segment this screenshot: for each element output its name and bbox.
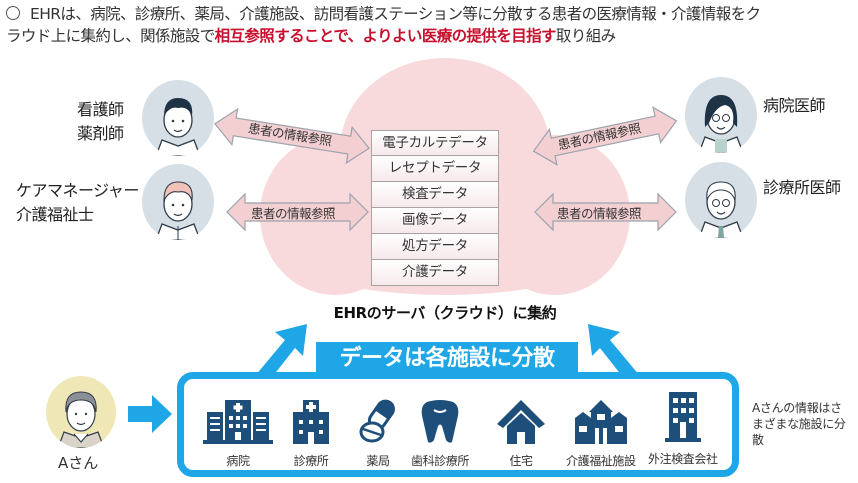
arrow-label-left-bottom: 患者の情報参照 <box>251 206 336 221</box>
data-item-care: 介護データ <box>371 260 499 286</box>
distribution-banner: データは各施設に分散 <box>316 342 578 376</box>
right-arrow-patient <box>128 395 172 433</box>
tooth-icon <box>421 400 459 443</box>
up-arrow-right <box>588 324 640 376</box>
up-arrow-left <box>255 324 307 376</box>
data-stack: 電子カルテデータ レセプトデータ 検査データ 画像データ 処方データ 介護データ <box>371 130 499 286</box>
avatar-clinic-doctor <box>685 162 757 238</box>
care-facility-icon <box>574 400 627 444</box>
data-item-image: 画像データ <box>371 208 499 234</box>
intro-text: EHRは、病院、診療所、薬局、介護施設、訪問看護ステーション等に分散する患者の医… <box>6 3 856 47</box>
facility-home: 住宅 <box>497 398 545 469</box>
avatar-care-manager <box>142 164 214 240</box>
arrow-label-right-bottom: 患者の情報参照 <box>557 206 642 221</box>
role-clinic-doctor: 診療所医師 <box>763 178 841 197</box>
facility-pharmacy: 薬局 <box>358 398 398 469</box>
facility-dental: 歯科診療所 <box>411 398 469 469</box>
data-item-ehr: 電子カルテデータ <box>371 130 499 156</box>
cloud-caption: EHRのサーバ（クラウド）に集約 <box>333 304 557 322</box>
role-hospital-doctor: 病院医師 <box>763 96 826 115</box>
facility-care: 介護福祉施設 <box>566 398 636 469</box>
side-note: Aさんの情報はさまざまな施設に分散 <box>752 401 846 447</box>
bullet-circle-icon <box>6 6 20 20</box>
intro-line-2: ラウド上に集約し、関係施設で相互参照することで、よりよい医療の提供を目指す取り組… <box>6 27 616 45</box>
office-building-icon <box>664 392 701 442</box>
double-arrow-right-bottom <box>534 192 677 232</box>
avatar-hospital-doctor <box>685 77 757 153</box>
role-care-manager: ケアマネージャー 介護福祉士 <box>16 181 139 224</box>
double-arrow-left-bottom <box>226 192 369 232</box>
avatar-patient <box>46 376 116 448</box>
data-item-lab: 検査データ <box>371 182 499 208</box>
data-item-receipt: レセプトデータ <box>371 156 499 182</box>
clinic-icon <box>293 400 329 444</box>
facility-hospital: 病院 <box>203 398 273 469</box>
double-arrow-left-top <box>214 107 370 165</box>
hospital-icon <box>203 400 273 444</box>
double-arrow-right-top <box>532 106 678 166</box>
avatar-nurse <box>142 80 214 156</box>
facility-clinic: 診療所 <box>289 398 333 469</box>
patient-label: Aさん <box>58 454 99 472</box>
pills-icon <box>359 399 395 443</box>
facility-lab: 外注検査会社 <box>648 392 718 467</box>
house-icon <box>497 400 545 444</box>
intro-highlight: 相互参照することで、よりよい医療の提供を目指す <box>214 27 557 45</box>
data-item-prescription: 処方データ <box>371 234 499 260</box>
intro-line-1: EHRは、病院、診療所、薬局、介護施設、訪問看護ステーション等に分散する患者の医… <box>6 3 856 25</box>
role-nurse-pharmacist: 看護師 薬剤師 <box>77 100 124 143</box>
